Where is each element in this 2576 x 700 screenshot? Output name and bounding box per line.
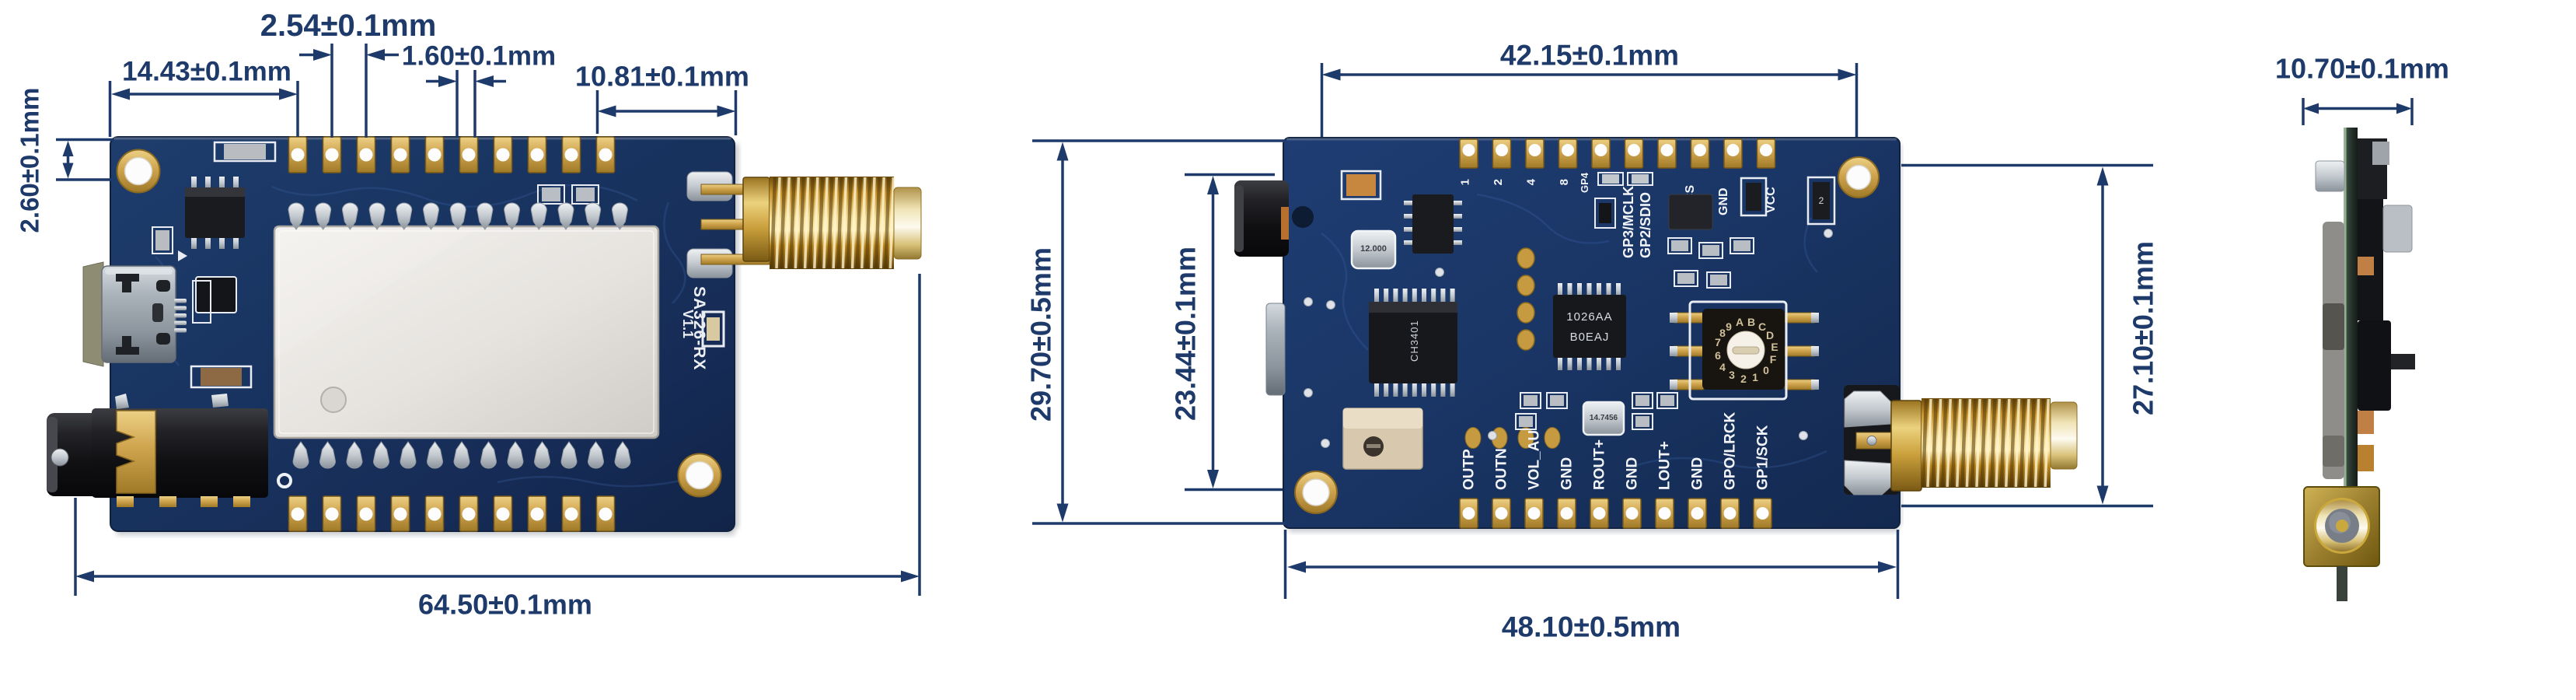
svg-text:E: E — [1771, 341, 1778, 353]
svg-text:VOL_AU: VOL_AU — [1527, 430, 1543, 490]
svg-text:1: 1 — [1459, 179, 1472, 185]
svg-text:C: C — [1758, 320, 1766, 333]
svg-text:B0EAJ: B0EAJ — [1570, 331, 1610, 344]
svg-text:OUTP: OUTP — [1461, 449, 1478, 490]
svg-text:7: 7 — [1715, 336, 1721, 348]
svg-text:LOUT+: LOUT+ — [1657, 441, 1674, 490]
svg-text:42.15±0.1mm: 42.15±0.1mm — [1500, 40, 1679, 72]
svg-text:SA326-RX: SA326-RX — [690, 286, 708, 370]
svg-text:F: F — [1770, 353, 1777, 366]
svg-text:VCC: VCC — [1764, 187, 1778, 213]
svg-text:GND: GND — [1559, 457, 1576, 490]
svg-text:GP4: GP4 — [1579, 172, 1590, 193]
svg-text:B: B — [1747, 316, 1755, 328]
svg-text:14.7456: 14.7456 — [1590, 414, 1618, 422]
svg-text:6: 6 — [1715, 349, 1721, 362]
svg-text:GND: GND — [1717, 187, 1730, 215]
svg-text:GP1/SCK: GP1/SCK — [1755, 425, 1771, 490]
svg-text:0: 0 — [1763, 364, 1769, 376]
svg-text:1.60±0.1mm: 1.60±0.1mm — [402, 41, 556, 72]
svg-text:D: D — [1766, 329, 1774, 341]
svg-text:4: 4 — [1525, 178, 1538, 185]
svg-text:10.81±0.1mm: 10.81±0.1mm — [575, 61, 749, 93]
svg-text:GP3/MCLK: GP3/MCLK — [1621, 186, 1636, 258]
svg-text:OUTN: OUTN — [1494, 448, 1510, 490]
svg-text:GP2/SDIO: GP2/SDIO — [1638, 192, 1653, 258]
svg-text:1026AA: 1026AA — [1566, 310, 1612, 324]
svg-text:10.70±0.1mm: 10.70±0.1mm — [2275, 53, 2449, 85]
svg-text:2: 2 — [1740, 373, 1747, 385]
svg-text:8: 8 — [1558, 179, 1571, 185]
svg-text:4: 4 — [1719, 361, 1726, 373]
svg-text:2.60±0.1mm: 2.60±0.1mm — [16, 88, 44, 233]
svg-text:12.000: 12.000 — [1360, 244, 1387, 254]
svg-text:3: 3 — [1729, 369, 1735, 381]
svg-text:48.10±0.5mm: 48.10±0.5mm — [1502, 611, 1681, 643]
svg-text:23.44±0.1mm: 23.44±0.1mm — [1170, 247, 1202, 421]
svg-text:CH3401: CH3401 — [1408, 320, 1420, 362]
svg-text:2: 2 — [1492, 179, 1505, 185]
svg-text:GND: GND — [1690, 457, 1706, 490]
svg-text:1: 1 — [1752, 371, 1758, 383]
svg-text:GPO/LRCK: GPO/LRCK — [1723, 411, 1739, 490]
svg-text:V1.1: V1.1 — [680, 310, 696, 338]
svg-text:A: A — [1736, 316, 1744, 328]
svg-text:2.54±0.1mm: 2.54±0.1mm — [260, 9, 437, 43]
svg-text:2: 2 — [1819, 195, 1824, 206]
svg-text:27.10±0.1mm: 27.10±0.1mm — [2127, 241, 2159, 415]
svg-text:ROUT+: ROUT+ — [1592, 439, 1608, 490]
svg-text:29.70±0.5mm: 29.70±0.5mm — [1025, 247, 1057, 422]
svg-text:14.43±0.1mm: 14.43±0.1mm — [122, 57, 291, 87]
svg-text:8: 8 — [1719, 327, 1726, 339]
svg-text:64.50±0.1mm: 64.50±0.1mm — [418, 589, 592, 621]
svg-text:9: 9 — [1726, 320, 1732, 333]
svg-text:GND: GND — [1625, 457, 1641, 490]
